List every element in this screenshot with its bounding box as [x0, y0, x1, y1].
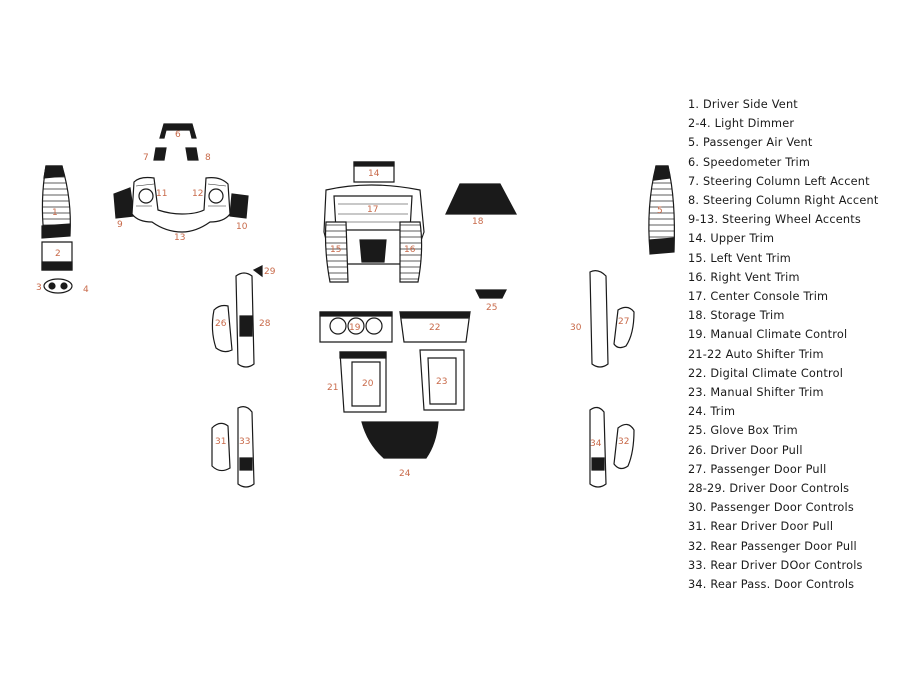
legend-item: 33. Rear Driver DOor Controls — [688, 558, 863, 572]
callout-24: 24 — [399, 469, 411, 479]
callout-2: 2 — [55, 249, 61, 259]
part-28-29-driver-door-controls — [235, 265, 263, 368]
legend-item: 25. Glove Box Trim — [688, 424, 798, 438]
legend-item: 32. Rear Passenger Door Pull — [688, 539, 857, 553]
parts-legend: 1. Driver Side Vent 2-4. Light Dimmer 5.… — [688, 95, 878, 594]
callout-15: 15 — [330, 245, 341, 255]
part-3-4-light-dimmer-knobs — [43, 278, 73, 294]
legend-item: 28-29. Driver Door Controls — [688, 482, 850, 496]
part-27-passenger-door-pull — [613, 306, 635, 349]
part-16-right-vent-trim — [399, 221, 423, 283]
legend-item: 26. Driver Door Pull — [688, 443, 803, 457]
callout-21: 21 — [327, 383, 338, 393]
callout-17: 17 — [367, 205, 378, 215]
callout-23: 23 — [436, 377, 447, 387]
callout-25: 25 — [486, 303, 497, 313]
callout-29: 29 — [264, 267, 276, 277]
legend-item: 30. Passenger Door Controls — [688, 501, 854, 515]
callout-30: 30 — [570, 323, 582, 333]
callout-32: 32 — [618, 437, 629, 447]
callout-20: 20 — [362, 379, 374, 389]
part-17-center-console-trim — [323, 184, 425, 265]
part-9-13-steering-wheel-accents — [113, 176, 249, 233]
part-15-left-vent-trim — [324, 221, 349, 283]
callout-22: 22 — [429, 323, 440, 333]
callout-26: 26 — [215, 319, 227, 329]
callout-14: 14 — [368, 169, 380, 179]
callout-numbers: 1 2 3 4 6 7 8 9 10 11 12 13 14 15 16 17 … — [36, 130, 663, 479]
callout-33: 33 — [239, 437, 250, 447]
part-6-speedometer-trim — [159, 123, 197, 139]
callout-4: 4 — [83, 285, 89, 295]
callout-3: 3 — [36, 283, 42, 293]
callout-7: 7 — [143, 153, 149, 163]
legend-item: 7. Steering Column Left Accent — [688, 174, 870, 188]
part-25-glove-box-trim — [475, 289, 507, 299]
legend-item: 1. Driver Side Vent — [688, 98, 798, 111]
part-23-manual-shifter-trim — [419, 349, 465, 411]
callout-13: 13 — [174, 233, 185, 243]
legend-item: 5. Passenger Air Vent — [688, 136, 813, 150]
part-31-rear-driver-door-pull — [211, 422, 231, 472]
part-22-digital-climate-control — [399, 311, 471, 343]
legend-item: 8. Steering Column Right Accent — [688, 194, 879, 208]
callout-31: 31 — [215, 437, 226, 447]
legend-item: 9-13. Steering Wheel Accents — [688, 213, 861, 227]
callout-6: 6 — [175, 130, 181, 140]
legend-item: 21-22 Auto Shifter Trim — [688, 347, 824, 361]
part-7-steering-column-left-accent — [153, 147, 167, 161]
part-30-passenger-door-controls — [589, 270, 609, 368]
legend-item: 6. Speedometer Trim — [688, 155, 811, 169]
legend-item: 31. Rear Driver Door Pull — [688, 520, 834, 534]
part-32-rear-passenger-door-pull — [613, 423, 635, 470]
callout-12: 12 — [192, 189, 203, 199]
legend-item: 24. Trim — [688, 405, 736, 419]
legend-item: 16. Right Vent Trim — [688, 270, 800, 284]
legend-item: 2-4. Light Dimmer — [688, 117, 795, 131]
callout-8: 8 — [205, 153, 211, 163]
legend-item: 23. Manual Shifter Trim — [688, 386, 824, 400]
part-14-upper-trim — [353, 161, 395, 183]
callout-27: 27 — [618, 317, 629, 327]
legend-item: 27. Passenger Door Pull — [688, 462, 827, 476]
legend-item: 22. Digital Climate Control — [688, 366, 844, 380]
callout-5: 5 — [657, 206, 663, 216]
part-24-trim — [361, 421, 439, 459]
part-19-manual-climate-control — [319, 311, 393, 343]
part-18-storage-trim — [445, 183, 517, 215]
callout-16: 16 — [404, 245, 416, 255]
callout-11: 11 — [156, 189, 167, 199]
legend-item: 17. Center Console Trim — [688, 290, 829, 304]
part-2-light-dimmer — [41, 241, 73, 271]
legend-item: 34. Rear Pass. Door Controls — [688, 578, 855, 592]
legend-item: 14. Upper Trim — [688, 232, 775, 246]
callout-1: 1 — [52, 208, 58, 218]
part-34-rear-pass-door-controls — [589, 406, 607, 488]
legend-item: 15. Left Vent Trim — [688, 251, 792, 265]
callout-28: 28 — [259, 319, 271, 329]
callout-19: 19 — [349, 323, 361, 333]
part-1-driver-side-vent — [41, 165, 71, 239]
callout-18: 18 — [472, 217, 484, 227]
callout-10: 10 — [236, 222, 248, 232]
callout-34: 34 — [590, 439, 602, 449]
legend-item: 18. Storage Trim — [688, 309, 785, 323]
callout-9: 9 — [117, 220, 123, 230]
part-26-driver-door-pull — [211, 304, 233, 353]
part-5-passenger-air-vent — [648, 165, 675, 255]
part-8-steering-column-right-accent — [185, 147, 199, 161]
legend-item: 19. Manual Climate Control — [688, 328, 848, 342]
part-20-21-auto-shifter-trim — [339, 351, 387, 413]
part-33-rear-driver-door-controls — [237, 406, 255, 488]
